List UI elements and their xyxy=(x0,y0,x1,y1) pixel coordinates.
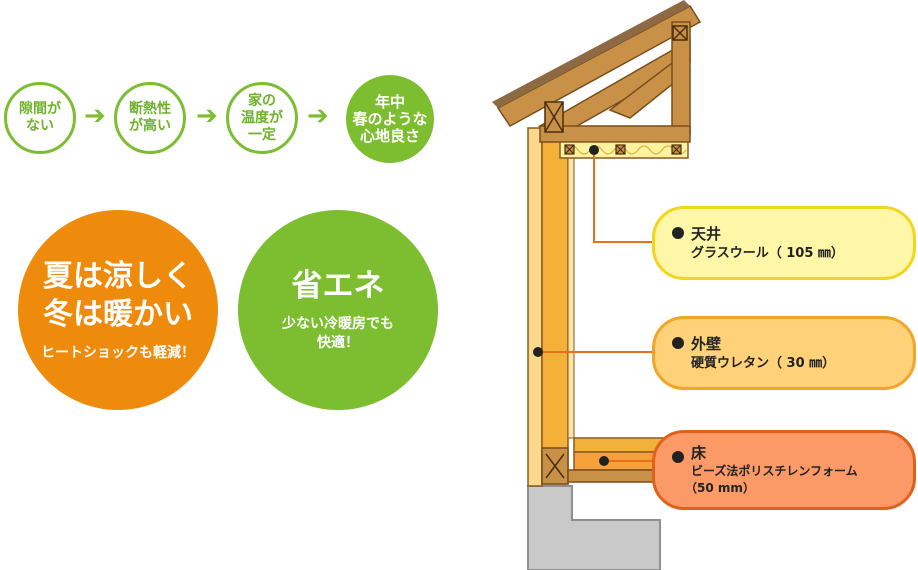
label-ceiling: 天井 グラスウール（ 105 ㎜） xyxy=(652,206,916,280)
benefit-cool-warm-circle: 夏は涼しく 冬は暖かい ヒートショックも軽減！ xyxy=(18,210,218,410)
bullet-icon xyxy=(672,337,684,349)
label-floor: 床 ビーズ法ポリスチレンフォーム （50 mm） xyxy=(652,430,916,510)
beam-end-icon xyxy=(544,25,688,133)
step-spring-comfort: 年中 春のような 心地良さ xyxy=(346,75,434,163)
label-outer-wall: 外壁 硬質ウレタン（ 30 ㎜） xyxy=(652,316,916,390)
floor-point-icon xyxy=(599,456,609,466)
leader-lines xyxy=(538,150,654,462)
outer-wall-board xyxy=(527,127,543,487)
roof-surface xyxy=(492,0,690,108)
bullet-icon xyxy=(672,451,684,463)
benefit-title: 省エネ xyxy=(291,268,385,304)
label-name: 外壁 xyxy=(691,334,722,353)
benefit-subtitle: ヒートショックも軽減！ xyxy=(41,344,195,361)
wall-stud xyxy=(541,139,569,485)
label-material: 硬質ウレタン（ 30 ㎜） xyxy=(691,355,836,371)
label-name: 天井 xyxy=(691,224,722,243)
benefit-subtitle: 少ない冷暖房でも 快適！ xyxy=(282,316,394,351)
ceiling-point-icon xyxy=(589,145,599,155)
label-material: グラスウール（ 105 ㎜） xyxy=(691,245,844,261)
label-name: 床 xyxy=(691,444,707,462)
arrow-right-icon: ➔ xyxy=(84,101,106,131)
label-material-note: （50 mm） xyxy=(685,481,755,495)
step-constant-temperature: 家の 温度が 一定 xyxy=(226,82,298,154)
benefit-energy-saving-circle: 省エネ 少ない冷暖房でも 快適！ xyxy=(238,210,438,410)
inner-wall-board xyxy=(567,157,575,439)
wall-point-icon xyxy=(533,347,543,357)
arrow-right-icon: ➔ xyxy=(307,101,329,131)
arrow-right-icon: ➔ xyxy=(196,101,218,131)
foundation xyxy=(527,485,661,570)
benefit-title: 夏は涼しく 冬は暖かい xyxy=(43,258,193,332)
bullet-icon xyxy=(672,227,684,239)
step-high-insulation: 断熱性 が高い xyxy=(114,82,186,154)
step-no-gaps: 隙間が ない xyxy=(4,82,76,154)
label-material: ビーズ法ポリスチレンフォーム xyxy=(691,464,858,478)
